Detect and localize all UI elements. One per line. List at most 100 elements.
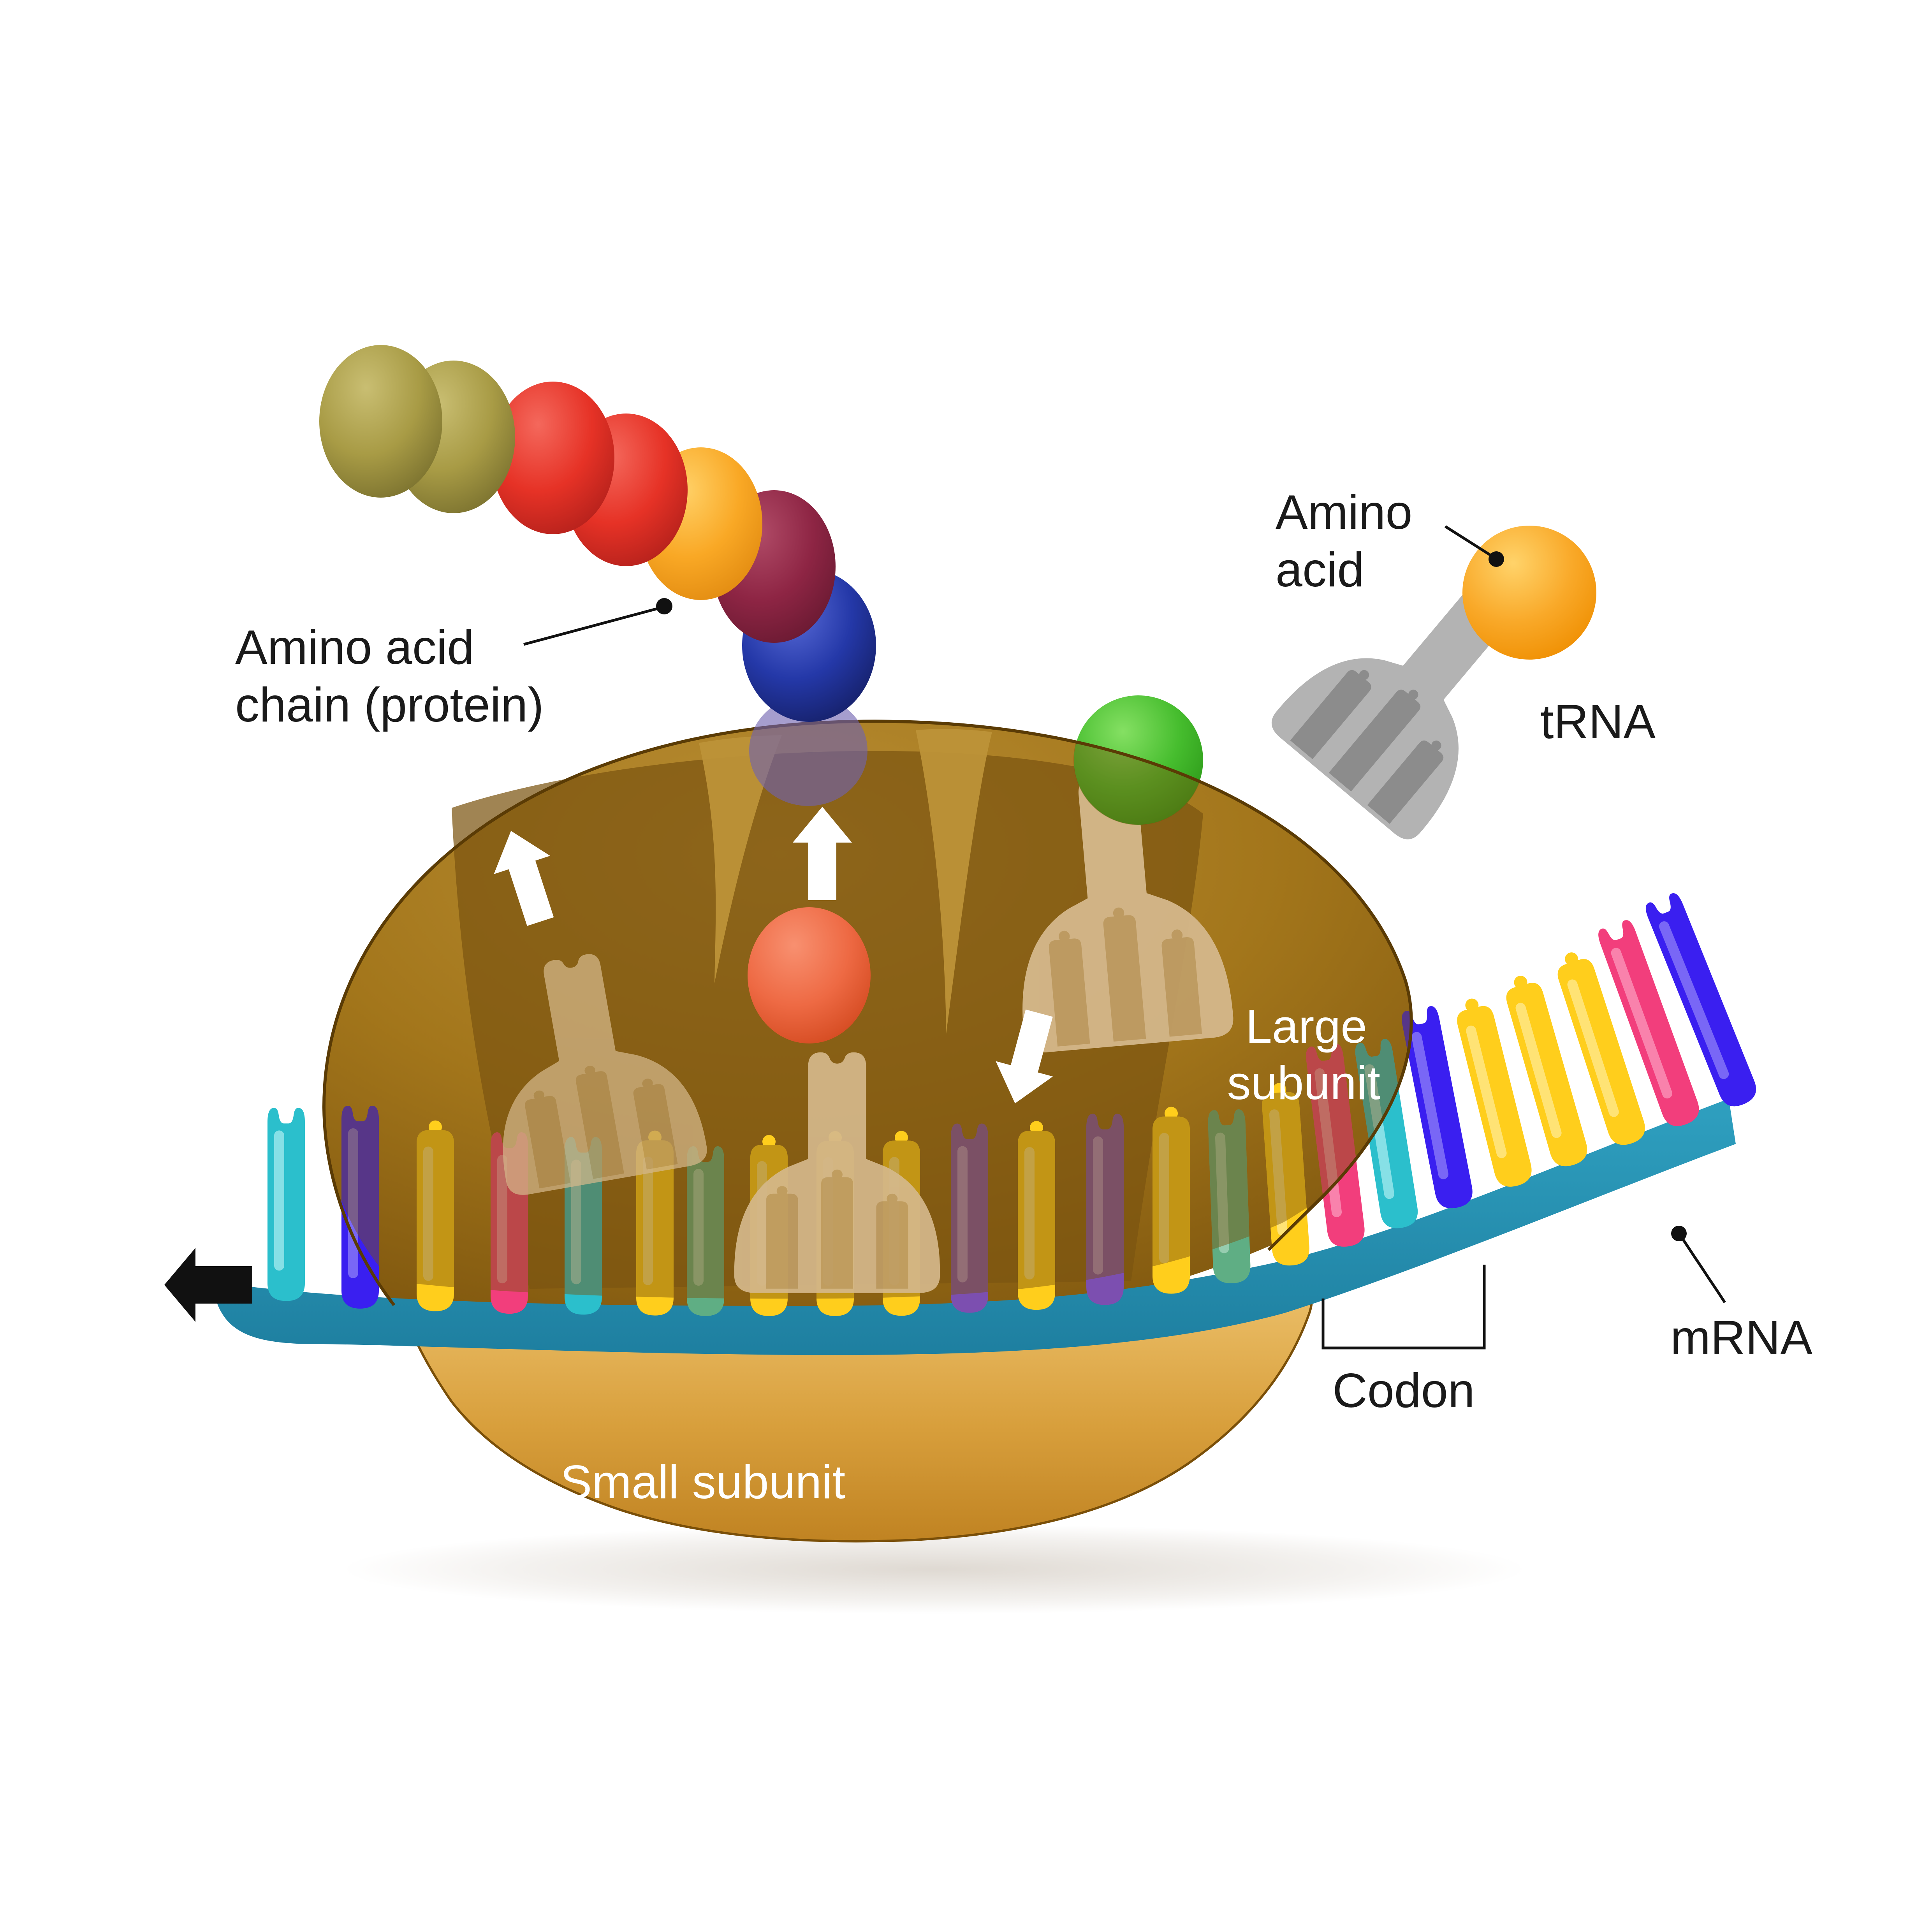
base-nub bbox=[1165, 1107, 1178, 1120]
base-highlight bbox=[693, 1169, 704, 1286]
trna-stripe-nub bbox=[584, 1066, 595, 1075]
base-highlight bbox=[957, 1146, 968, 1283]
protein-chain-sphere-olive bbox=[319, 345, 442, 498]
base-nub bbox=[762, 1135, 776, 1148]
base-highlight bbox=[274, 1130, 284, 1271]
mrna-base-purple bbox=[951, 1123, 988, 1313]
amino-acid-pointer-dot bbox=[1489, 551, 1504, 567]
small-subunit-label: Small subunit bbox=[560, 1455, 845, 1508]
mrna-base-yellow bbox=[1457, 998, 1532, 1187]
amino-acid-pointer-line bbox=[1445, 525, 1495, 559]
mrna-base-yellow bbox=[1506, 976, 1587, 1167]
base-highlight bbox=[1024, 1147, 1035, 1280]
trna-stripe-nub bbox=[642, 1079, 653, 1088]
base-highlight bbox=[1515, 1003, 1562, 1138]
mrna-base-green bbox=[687, 1146, 724, 1316]
codon-bracket bbox=[1321, 1265, 1486, 1350]
ground-shadow-ellipse bbox=[343, 1524, 1526, 1614]
mrna-base-yellow bbox=[1557, 952, 1645, 1145]
free-amino-acid-sphere bbox=[1462, 526, 1596, 660]
trna-stripe-nub bbox=[1113, 907, 1124, 919]
mrna-base-purple bbox=[1086, 1114, 1124, 1305]
exit-up-arrow-icon bbox=[494, 831, 554, 926]
mrna-pointer-dot bbox=[1671, 1226, 1687, 1241]
base-highlight bbox=[1611, 948, 1672, 1099]
codon-label: Codon bbox=[1332, 1364, 1475, 1418]
amino-acid-chain-label: Amino acid chain (protein) bbox=[235, 621, 544, 732]
base-nub bbox=[1514, 976, 1527, 989]
base-highlight bbox=[1364, 1064, 1394, 1199]
mrna-base-blue bbox=[1645, 893, 1756, 1107]
p-site-amino-acid-sphere bbox=[748, 907, 871, 1043]
mrna-base-teal bbox=[267, 1108, 305, 1301]
mrna-base-yellow bbox=[417, 1120, 454, 1311]
center-up-arrow-icon bbox=[793, 807, 852, 900]
mrna-base-yellow bbox=[1153, 1107, 1190, 1294]
trna-stripe-nub bbox=[832, 1169, 843, 1180]
trna-stripe-nub bbox=[1359, 670, 1369, 680]
dome-wedge-right bbox=[916, 729, 992, 1034]
exiting-amino-acid-faded-sphere bbox=[749, 695, 867, 806]
base-nub bbox=[1273, 1083, 1286, 1096]
exit-site-faded-sphere bbox=[749, 695, 867, 806]
trna-anticodon-stripe bbox=[575, 1071, 624, 1179]
base-nub bbox=[1030, 1121, 1043, 1135]
ground-shadow bbox=[343, 1524, 1526, 1614]
base-highlight bbox=[1314, 1068, 1342, 1218]
base-highlight bbox=[1215, 1132, 1229, 1253]
base-highlight bbox=[423, 1146, 433, 1281]
trna-anticodon-stripe bbox=[766, 1193, 798, 1289]
base-highlight bbox=[1567, 979, 1619, 1117]
mrna-direction-arrow-icon bbox=[164, 1248, 252, 1322]
base-nub bbox=[1565, 952, 1578, 966]
trna-p-site bbox=[734, 1052, 940, 1293]
protein-chain-sphere-red bbox=[491, 382, 614, 534]
mrna-base-green bbox=[1208, 1109, 1251, 1283]
trna-a-site bbox=[1022, 775, 1233, 1052]
trna-label: tRNA bbox=[1540, 695, 1656, 749]
mrna-base-pink bbox=[1598, 920, 1699, 1126]
free-trna bbox=[1271, 588, 1508, 839]
base-highlight bbox=[571, 1160, 581, 1284]
mrna-bases bbox=[267, 893, 1756, 1316]
mrna-label: mRNA bbox=[1670, 1311, 1812, 1365]
base-highlight bbox=[1159, 1133, 1169, 1263]
trna-anticodon-stripe bbox=[876, 1201, 908, 1289]
base-highlight bbox=[497, 1155, 507, 1284]
trna-anticodon-stripe bbox=[1161, 937, 1202, 1037]
trna-anticodon-stripe bbox=[1328, 690, 1421, 792]
base-nub bbox=[895, 1131, 908, 1144]
mrna-base-teal bbox=[1355, 1039, 1418, 1228]
base-nub bbox=[1465, 998, 1479, 1012]
dome-wedge-left bbox=[699, 735, 782, 983]
mrna-base-pink bbox=[1306, 1043, 1365, 1247]
base-nub bbox=[429, 1120, 442, 1134]
trna-stripe-nub bbox=[887, 1193, 898, 1204]
amino-acid-chain bbox=[319, 345, 876, 722]
base-highlight bbox=[1411, 1032, 1448, 1179]
trna-anticodon-stripe bbox=[633, 1084, 678, 1170]
base-highlight bbox=[1659, 921, 1729, 1079]
trna-anticodon-stripe bbox=[1290, 670, 1371, 759]
trna-exiting bbox=[503, 954, 707, 1195]
trna-stripe-nub bbox=[1431, 740, 1441, 751]
amino-acid-label: Amino acid bbox=[1276, 486, 1426, 597]
large-subunit-label: Large subunit bbox=[1227, 1000, 1380, 1109]
mrna-base-blue bbox=[1402, 1006, 1473, 1209]
trna-anticodon-stripe bbox=[1049, 938, 1090, 1047]
mrna-base-yellow bbox=[1018, 1121, 1055, 1310]
chain-pointer-line bbox=[523, 606, 662, 646]
trna-stripe-nub bbox=[1408, 690, 1418, 700]
trna-stripe-nub bbox=[1171, 929, 1183, 941]
base-highlight bbox=[643, 1156, 653, 1285]
base-highlight bbox=[1466, 1026, 1507, 1158]
base-highlight bbox=[1269, 1109, 1288, 1236]
trna-stripe-nub bbox=[1059, 931, 1070, 942]
trna-anticodon-stripe bbox=[1367, 740, 1444, 824]
chain-pointer-dot bbox=[656, 598, 672, 614]
trna-stripe-nub bbox=[776, 1186, 788, 1196]
mrna-pointer-line bbox=[1679, 1234, 1726, 1303]
trna-anticodon-stripe bbox=[1103, 915, 1146, 1042]
trna-anticodon-stripe bbox=[525, 1096, 571, 1189]
